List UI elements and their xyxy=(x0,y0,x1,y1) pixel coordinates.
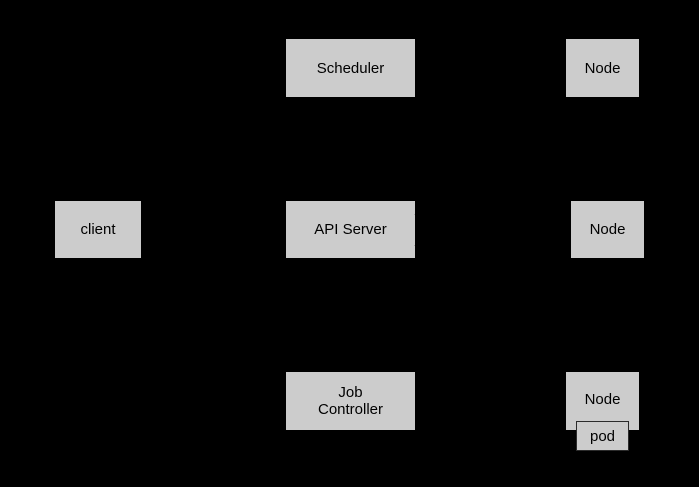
node-box-node-bottom[interactable]: Node xyxy=(566,372,639,430)
node-label-node-bottom: Node xyxy=(584,391,621,408)
node-label-scheduler: Scheduler xyxy=(316,59,385,77)
node-label-pod: pod xyxy=(589,427,616,445)
node-label-job-controller: Job Controller xyxy=(317,384,384,418)
edge-api-server-to-node-bottom xyxy=(414,244,565,383)
node-box-node-top[interactable]: Node xyxy=(566,39,639,97)
node-box-node-middle[interactable]: Node xyxy=(571,201,644,258)
node-label-api-server: API Server xyxy=(314,221,387,238)
node-box-job-controller[interactable]: Job Controller xyxy=(286,372,415,430)
node-label-node-middle: Node xyxy=(589,221,626,238)
node-box-api-server[interactable]: API Server xyxy=(286,201,415,258)
node-box-client[interactable]: client xyxy=(55,201,141,258)
node-box-pod[interactable]: pod xyxy=(576,421,629,451)
node-label-client: client xyxy=(80,221,116,238)
edge-api-server-to-node-top xyxy=(414,89,565,216)
node-label-node-top: Node xyxy=(584,59,621,77)
node-box-scheduler[interactable]: Scheduler xyxy=(286,39,415,97)
